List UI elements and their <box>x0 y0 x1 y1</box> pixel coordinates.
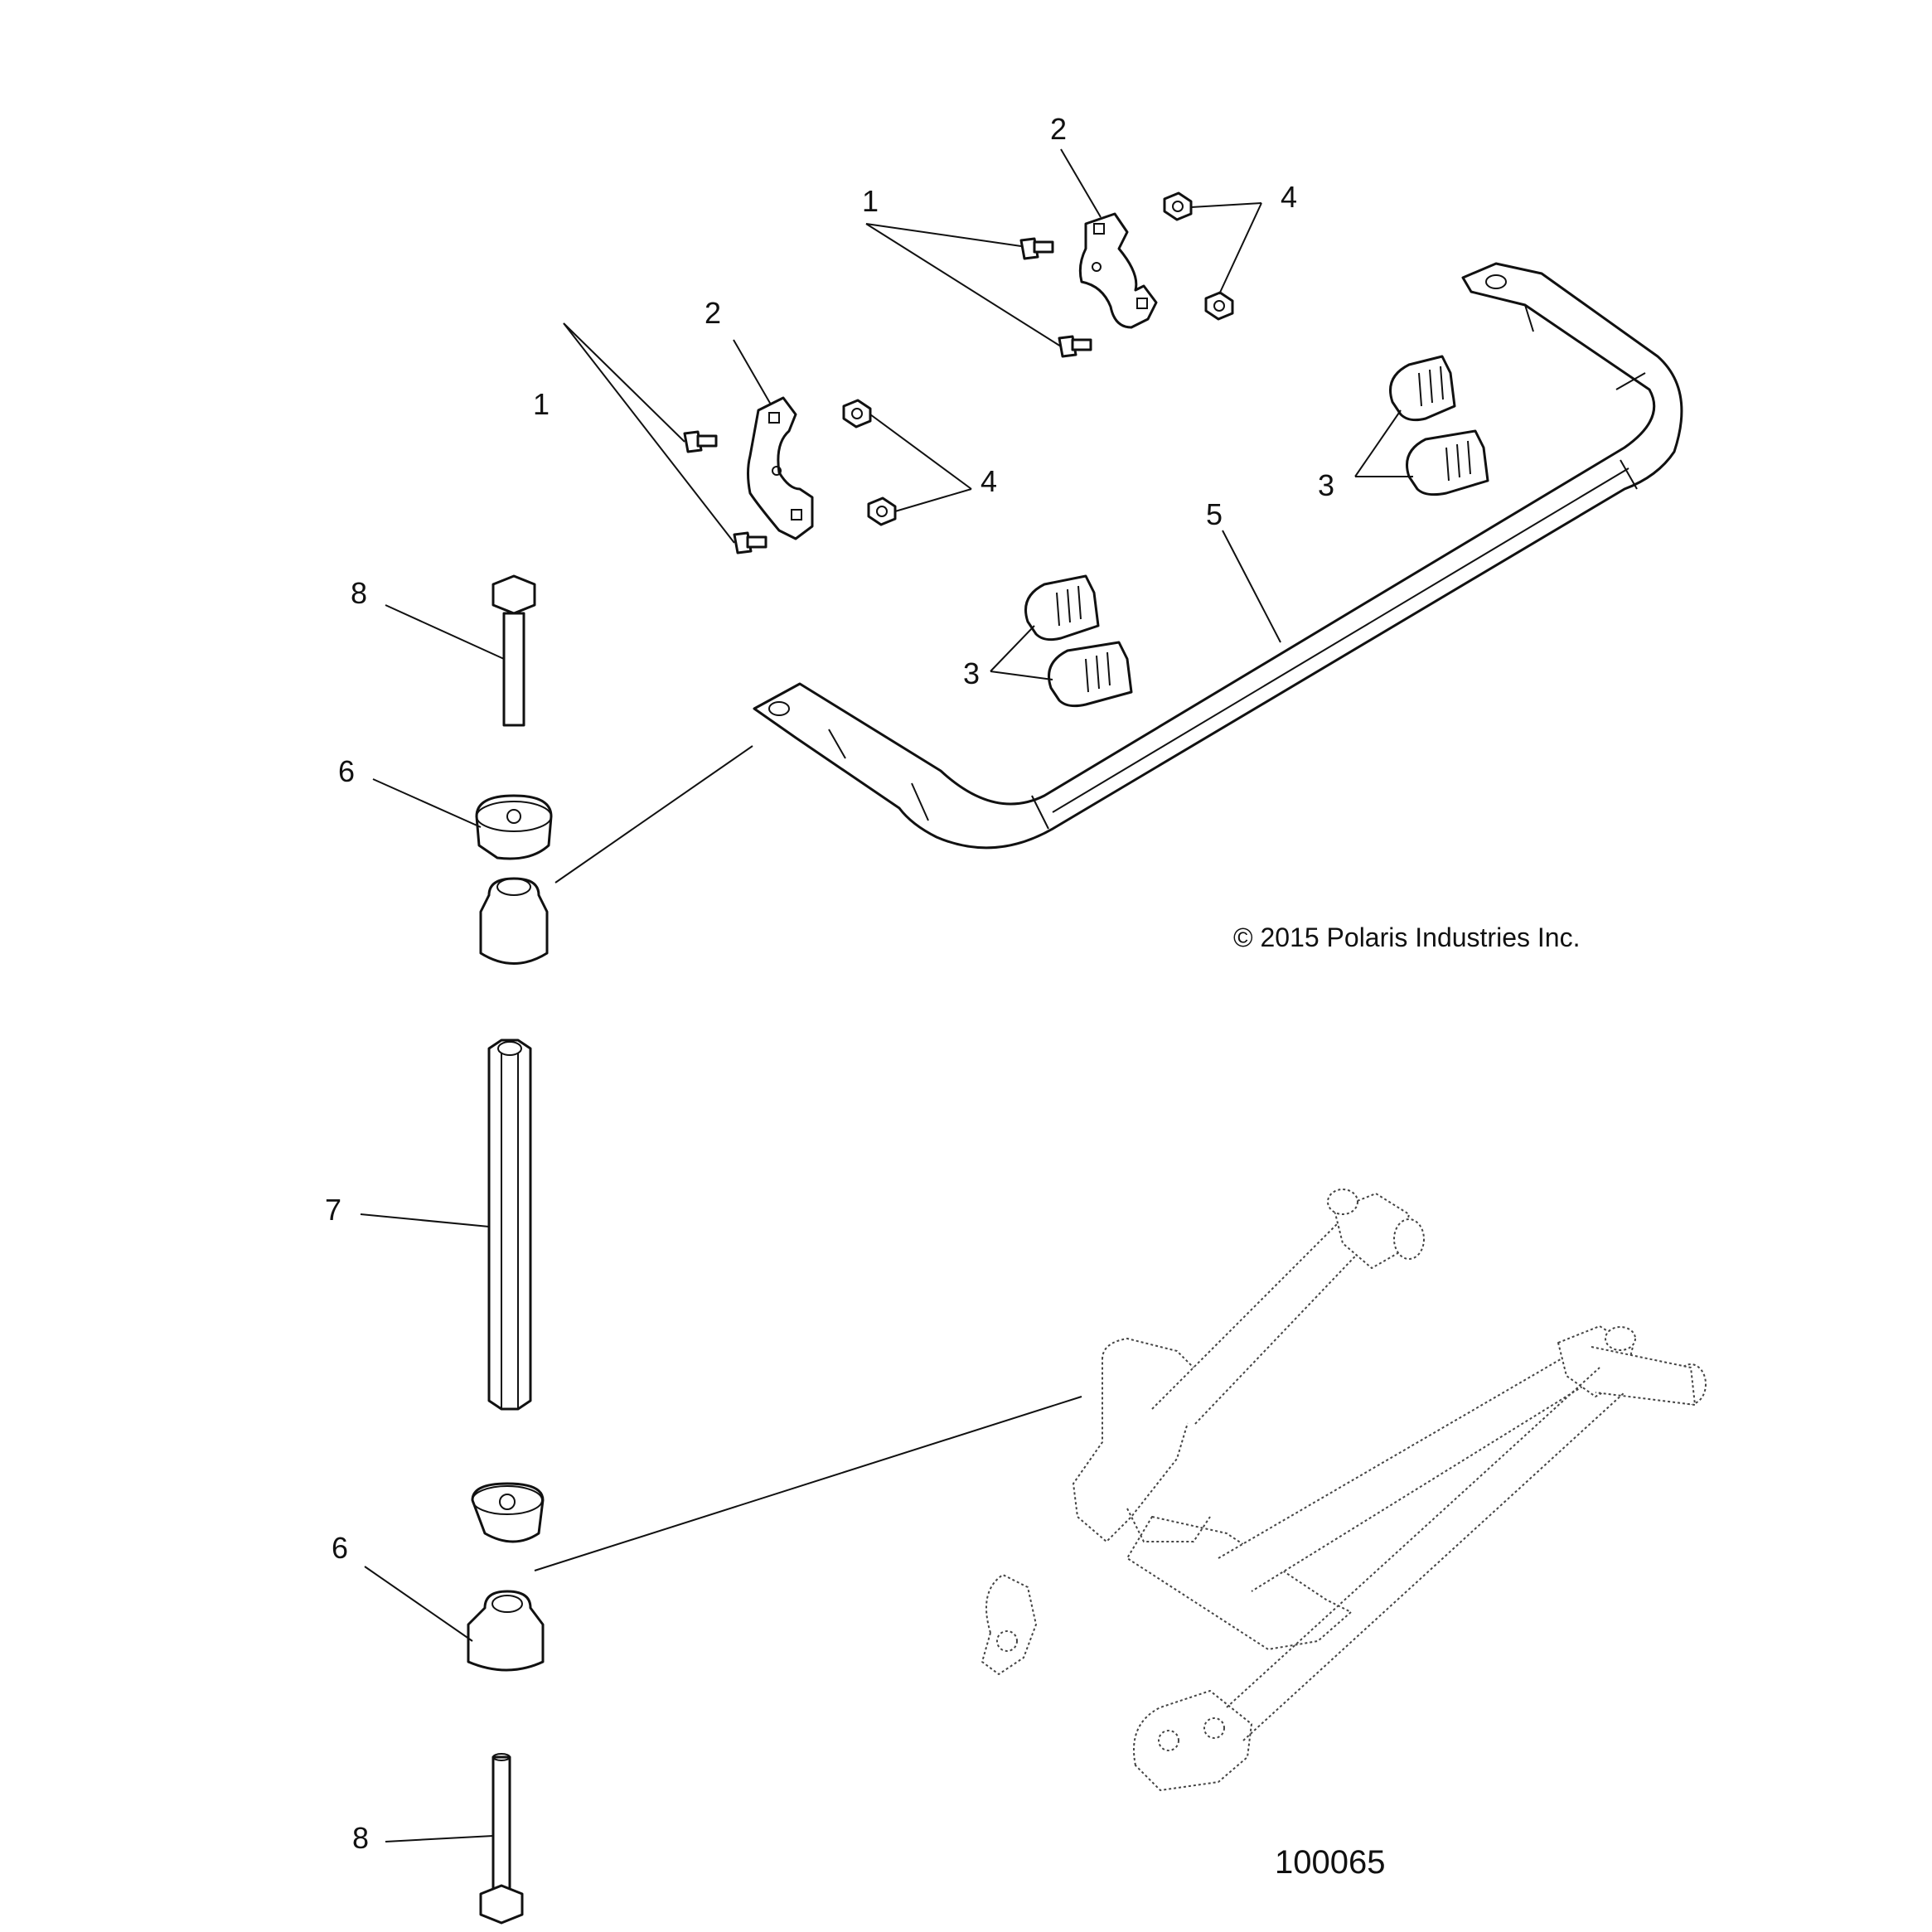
bushing-1 <box>1389 355 1456 422</box>
bolt-small-3 <box>683 430 718 453</box>
callout-6-top: 6 <box>338 754 355 788</box>
bushing-2 <box>1406 429 1489 496</box>
callout-3-right: 3 <box>1318 468 1334 502</box>
callout-2-upper: 2 <box>1050 112 1067 146</box>
callout-1-lower: 1 <box>533 387 550 421</box>
grommet-bottom-upper <box>471 1482 545 1543</box>
callout-6-bottom: 6 <box>332 1531 348 1565</box>
hex-link-rod <box>487 1039 532 1411</box>
nut-3 <box>842 399 872 429</box>
figure-number: 100065 <box>1275 1844 1385 1881</box>
long-bolt-bottom <box>479 1753 524 1925</box>
nut-4 <box>867 496 897 526</box>
callout-4-lower: 4 <box>981 464 997 498</box>
nut-2 <box>1204 291 1234 321</box>
callout-3-left: 3 <box>963 656 980 690</box>
bolt-small-1 <box>1019 237 1054 260</box>
callout-7: 7 <box>325 1193 341 1227</box>
callout-8-bottom: 8 <box>352 1821 369 1855</box>
clamp-bracket-lower <box>747 396 814 540</box>
bushing-3 <box>1024 574 1100 642</box>
callout-1-upper: 1 <box>862 184 879 218</box>
bolt-small-4 <box>733 531 767 554</box>
copyright-notice: © 2015 Polaris Industries Inc. <box>1233 922 1580 952</box>
callout-2-lower: 2 <box>705 296 721 330</box>
stabilizer-bar <box>753 262 1683 850</box>
grommet-bottom-lower <box>467 1590 545 1672</box>
clamp-bracket-upper <box>1078 212 1158 329</box>
rear-arm-assembly-reference <box>981 1189 1707 1791</box>
nut-1 <box>1163 191 1193 221</box>
grommet-top-upper <box>475 794 553 860</box>
long-bolt-top <box>491 574 536 727</box>
callout-5: 5 <box>1206 497 1223 531</box>
leader-lines <box>360 148 1413 1842</box>
bolt-small-2 <box>1058 335 1092 358</box>
callout-8-top: 8 <box>351 576 367 610</box>
grommet-top-lower <box>479 877 549 965</box>
callout-4-upper: 4 <box>1281 180 1297 214</box>
bushing-4 <box>1048 641 1133 708</box>
